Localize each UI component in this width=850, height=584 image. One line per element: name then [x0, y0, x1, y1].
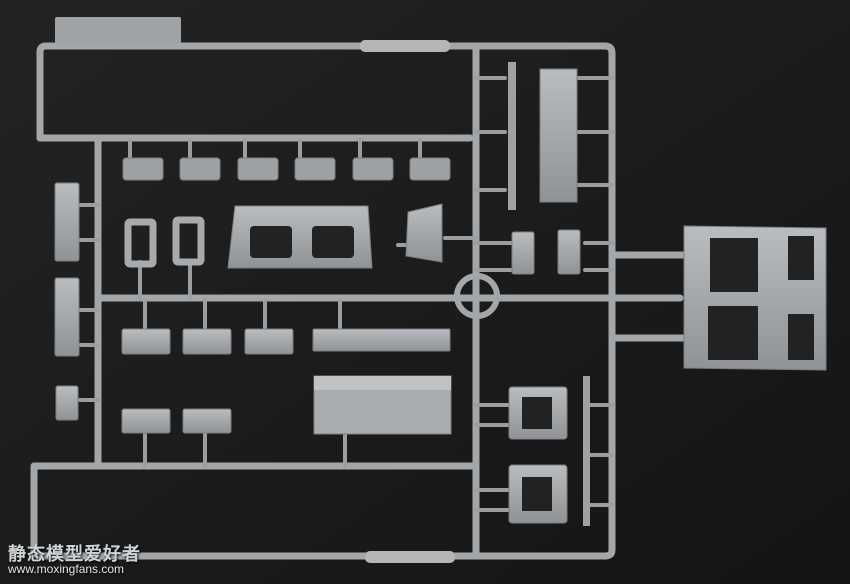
sprue-hub	[454, 273, 500, 319]
watermark-url: www.moxingfans.com	[8, 562, 125, 576]
large-box-part	[313, 375, 452, 435]
angled-plate	[405, 203, 443, 263]
left-panels	[54, 182, 80, 421]
center-window-panel	[227, 205, 373, 269]
runner-bulges	[55, 17, 455, 563]
large-door-panel	[683, 225, 827, 371]
small-frames	[124, 216, 205, 268]
hub-side-parts	[511, 229, 581, 275]
sprue-gates	[78, 76, 614, 512]
tall-plate	[508, 62, 578, 210]
watermark-chinese: 静态模型爱好者	[8, 544, 141, 565]
sprue-frame	[30, 42, 694, 560]
block-parts	[121, 328, 451, 434]
link-parts-row	[122, 157, 451, 181]
lower-right-frames	[508, 376, 590, 526]
